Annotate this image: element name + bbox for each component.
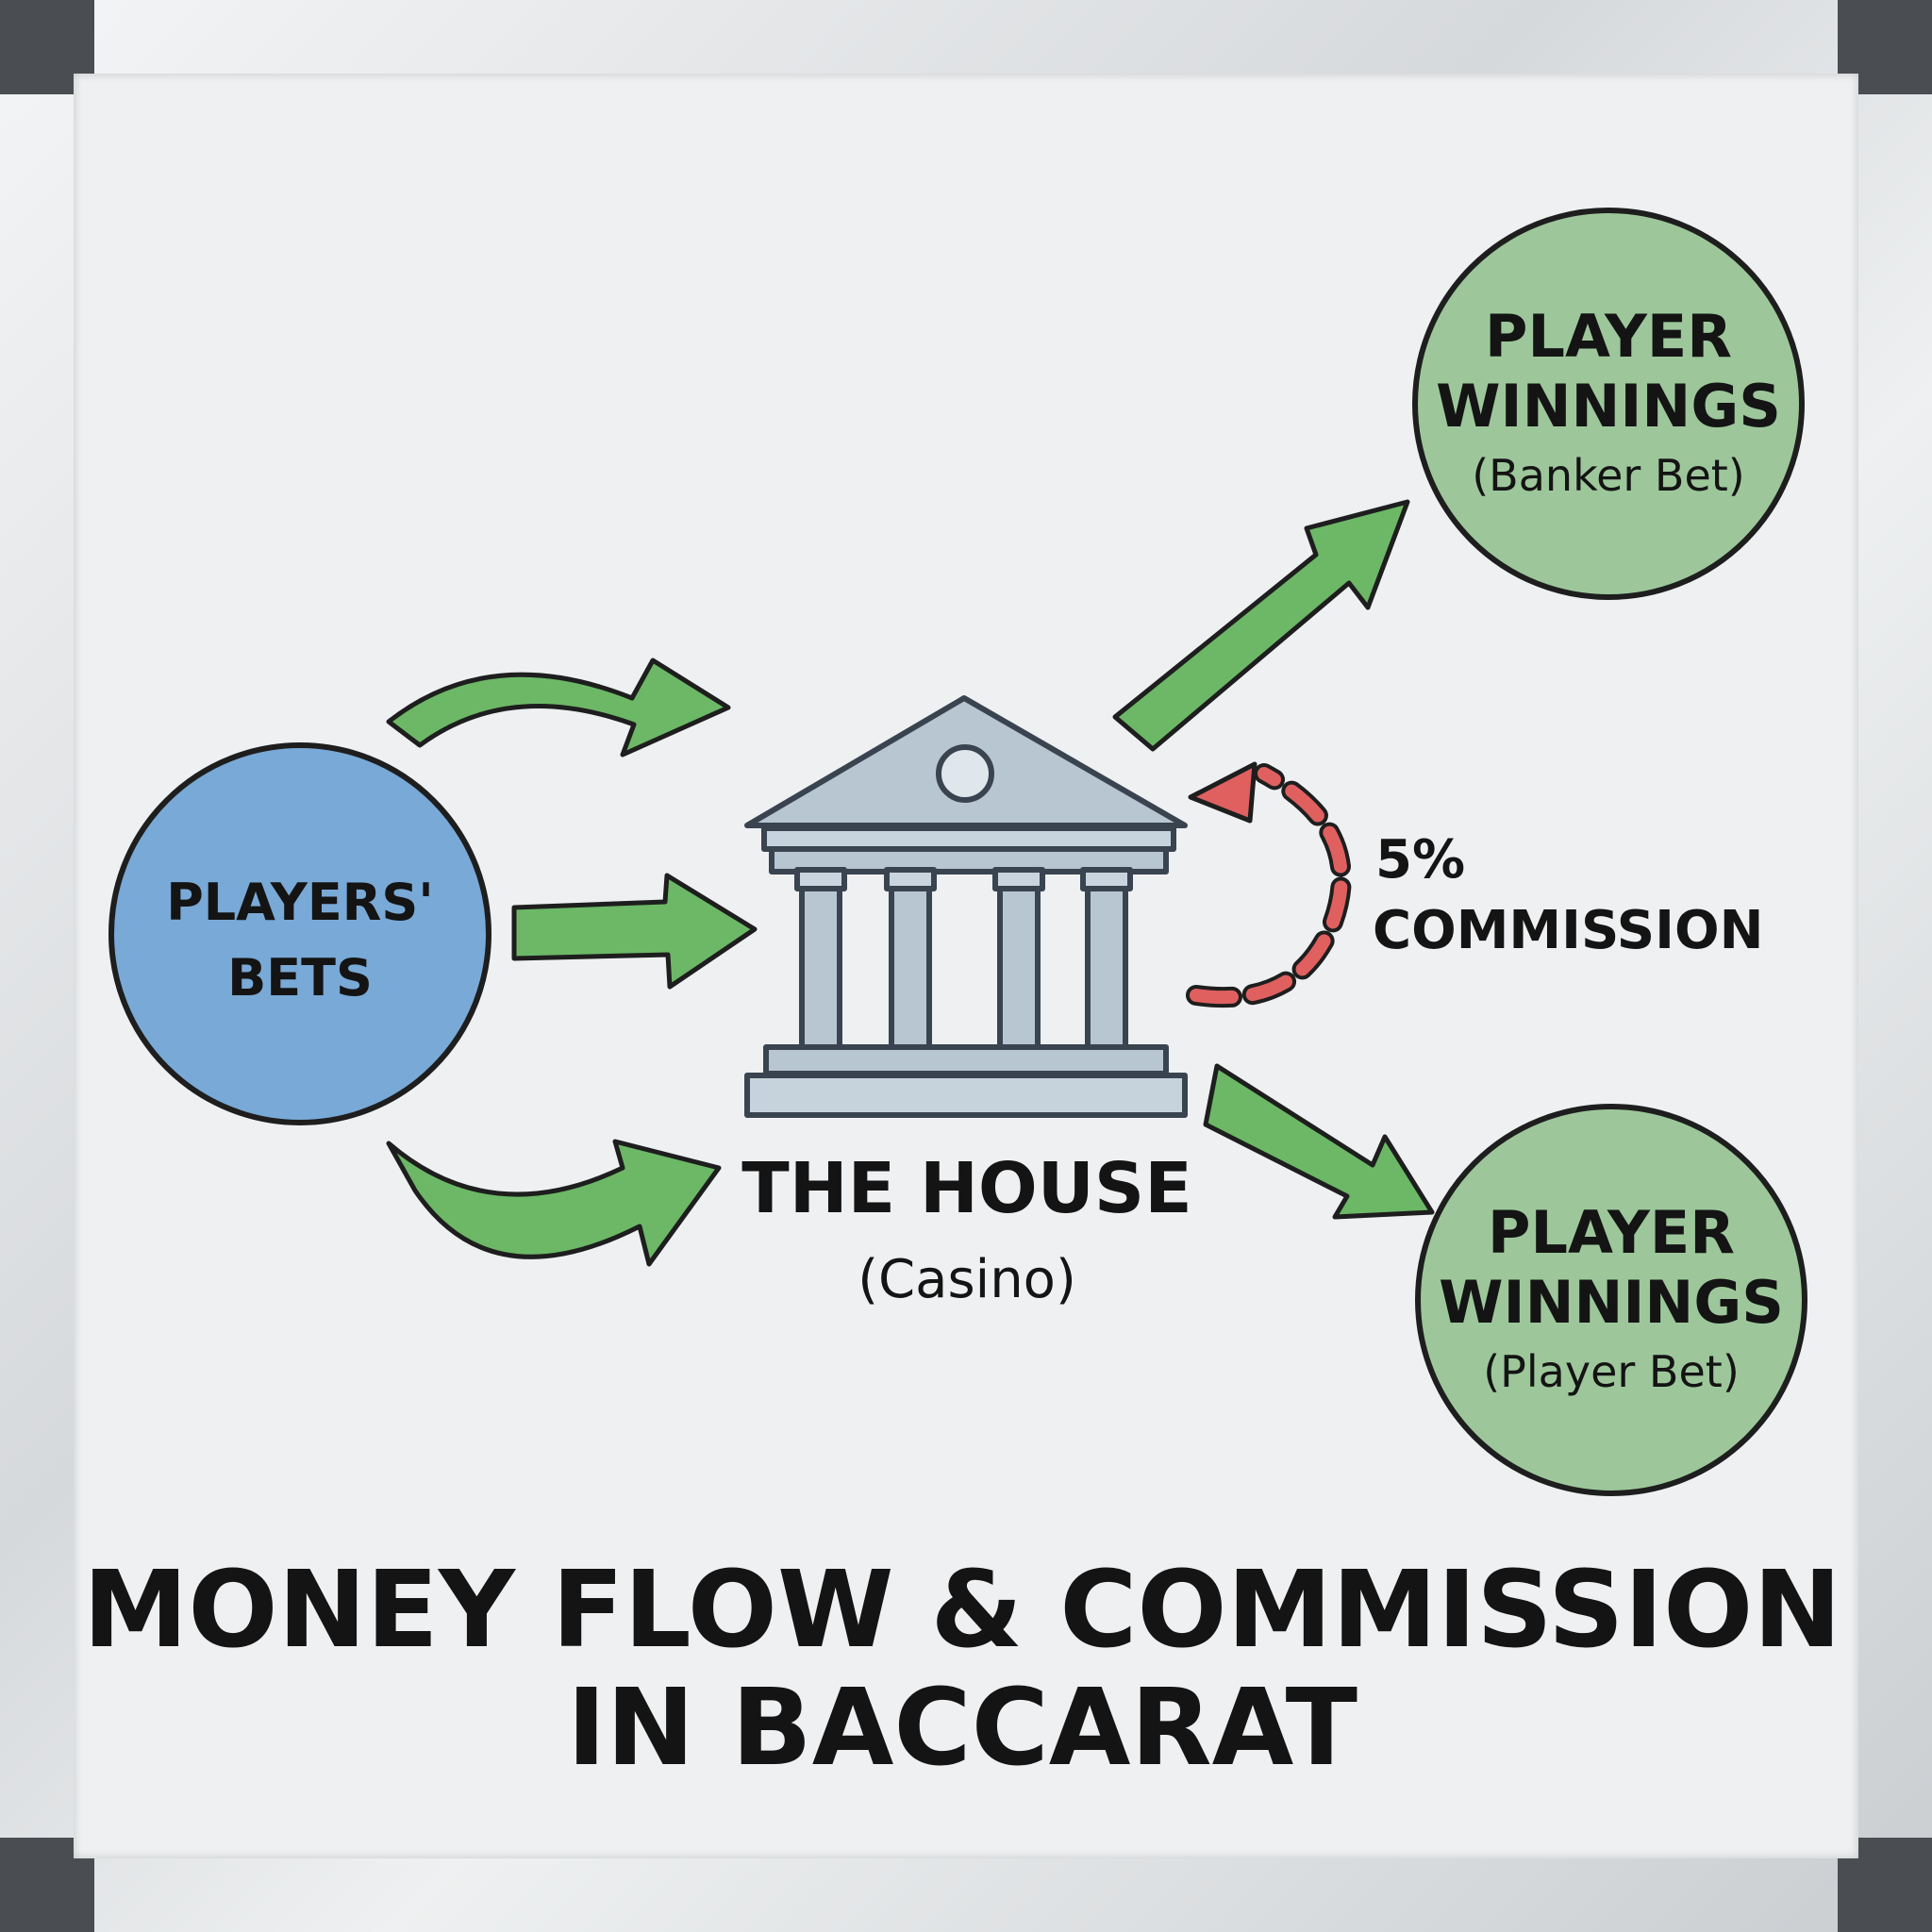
house-sublabel: (Casino) bbox=[858, 1249, 1076, 1310]
house-label: THE HOUSE bbox=[741, 1148, 1192, 1229]
commission-line2: COMMISSION bbox=[1373, 900, 1763, 961]
banker-winnings-node: PLAYER WINNINGS (Banker Bet) bbox=[1412, 208, 1805, 600]
arrow-house-to-banker-winnings bbox=[1112, 499, 1410, 752]
arrow-bets-to-house-top bbox=[386, 658, 731, 758]
banker-winnings-line2: WINNINGS bbox=[1436, 372, 1781, 441]
players-bets-line2: BETS bbox=[227, 948, 373, 1008]
players-bets-line1: PLAYERS' bbox=[166, 873, 434, 932]
commission-line1: 5% bbox=[1375, 829, 1465, 891]
arrow-bets-to-house-middle bbox=[511, 873, 758, 990]
title-line1: MONEY FLOW & COMMISSION bbox=[83, 1549, 1841, 1672]
arrow-bets-to-house-bottom bbox=[386, 1139, 722, 1267]
player-winnings-line1: PLAYER bbox=[1488, 1198, 1735, 1267]
bank-building-icon bbox=[744, 695, 1188, 1118]
title-line2: IN BACCARAT bbox=[567, 1667, 1357, 1790]
flow-arrows bbox=[386, 499, 1435, 1267]
player-winnings-sub: (Player Bet) bbox=[1483, 1346, 1740, 1397]
players-bets-node: PLAYERS' BETS bbox=[108, 742, 491, 1125]
player-winnings-line2: WINNINGS bbox=[1439, 1268, 1784, 1337]
arrow-house-to-player-winnings bbox=[1203, 1063, 1435, 1220]
banker-winnings-sub: (Banker Bet) bbox=[1472, 450, 1745, 501]
commission-arrow bbox=[1186, 761, 1352, 1008]
player-winnings-node: PLAYER WINNINGS (Player Bet) bbox=[1415, 1104, 1807, 1496]
banker-winnings-line1: PLAYER bbox=[1485, 302, 1732, 371]
